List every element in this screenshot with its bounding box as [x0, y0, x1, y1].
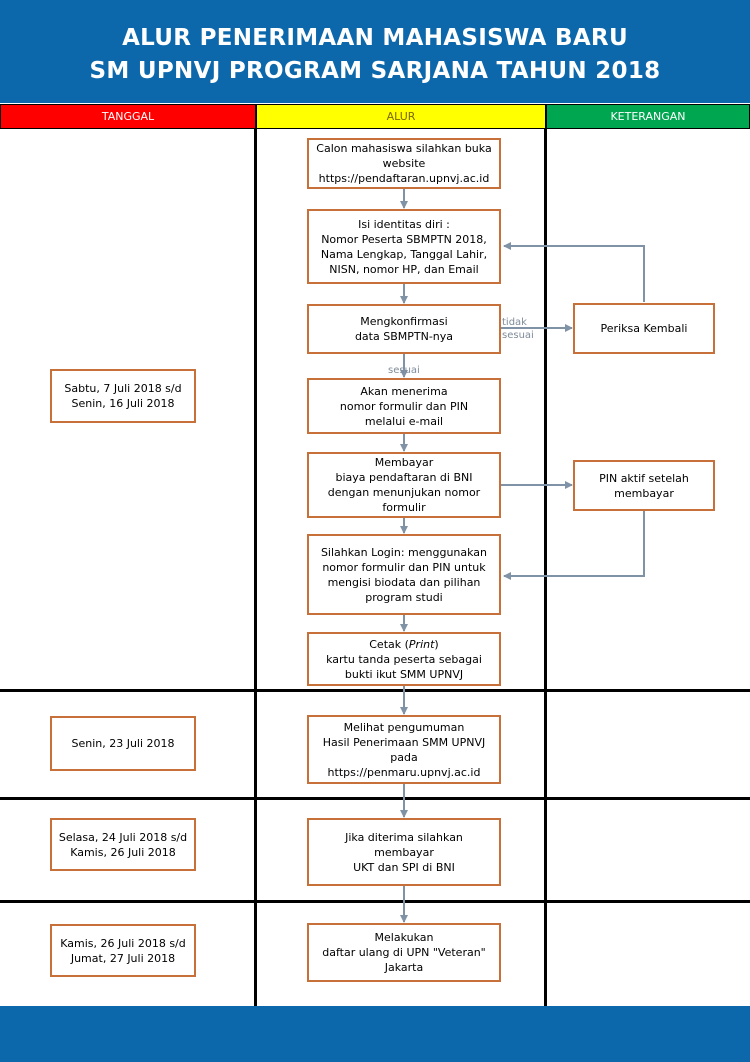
label-tidak-sesuai: tidak sesuai [502, 317, 534, 341]
date-box: Kamis, 26 Juli 2018 s/d Jumat, 27 Juli 2… [50, 924, 196, 977]
page-title-line1: ALUR PENERIMAAN MAHASISWA BARU [122, 25, 628, 51]
row-divider [0, 900, 750, 903]
label-sesuai: sesuai [388, 365, 420, 376]
flow-step-buka-website: Calon mahasiswa silahkan buka website ht… [307, 138, 501, 189]
flow-step-isi-identitas: Isi identitas diri : Nomor Peserta SBMPT… [307, 209, 501, 284]
row-divider [0, 797, 750, 800]
note-periksa-kembali: Periksa Kembali [573, 303, 715, 354]
grid-divider-right [544, 129, 547, 1006]
flow-step-terima-pin: Akan menerima nomor formulir dan PIN mel… [307, 378, 501, 434]
date-box: Senin, 23 Juli 2018 [50, 716, 196, 771]
flow-arrow-pin-back [503, 511, 645, 580]
flow-step-bayar-ukt: Jika diterima silahkan membayar UKT dan … [307, 818, 501, 886]
cetak-text: Cetak (Print) kartu tanda peserta sebaga… [326, 637, 482, 681]
header-banner: ALUR PENERIMAAN MAHASISWA BARU SM UPNVJ … [0, 0, 750, 103]
footer-banner [0, 1006, 750, 1062]
column-header-alur: ALUR [256, 104, 546, 129]
page-title-line2: SM UPNVJ PROGRAM SARJANA TAHUN 2018 [89, 58, 661, 84]
flow-step-login: Silahkan Login: menggunakan nomor formul… [307, 534, 501, 615]
flow-step-membayar: Membayar biaya pendaftaran di BNI dengan… [307, 452, 501, 518]
row-divider [0, 689, 750, 692]
flow-step-cetak: Cetak (Print) kartu tanda peserta sebaga… [307, 632, 501, 686]
grid-divider-left [254, 129, 257, 1006]
column-header-tanggal: TANGGAL [0, 104, 256, 129]
flow-step-konfirmasi: Mengkonfirmasi data SBMPTN-nya [307, 304, 501, 354]
note-pin-aktif: PIN aktif setelah membayar [573, 460, 715, 511]
flow-arrow-loop-back [503, 242, 645, 302]
flow-step-pengumuman: Melihat pengumuman Hasil Penerimaan SMM … [307, 715, 501, 784]
flow-step-daftar-ulang: Melakukan daftar ulang di UPN "Veteran" … [307, 923, 501, 982]
date-box: Selasa, 24 Juli 2018 s/d Kamis, 26 Juli … [50, 818, 196, 871]
date-box: Sabtu, 7 Juli 2018 s/d Senin, 16 Juli 20… [50, 369, 196, 423]
